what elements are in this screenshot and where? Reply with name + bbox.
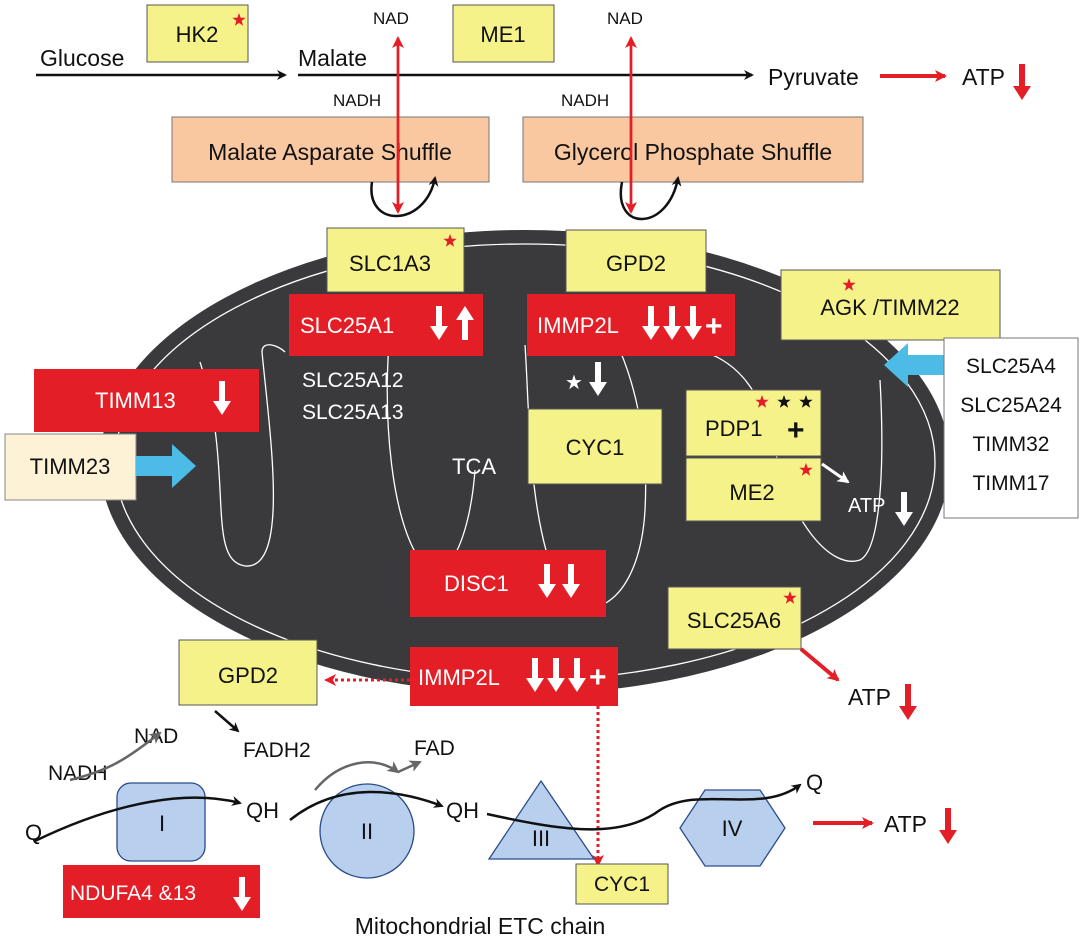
complex-i-shape [116, 782, 206, 862]
carrier-import-arrow [884, 343, 950, 387]
carrier-item-slc25a4: SLC25A4 [966, 355, 1056, 378]
pyruvate-label: Pyruvate [768, 64, 859, 90]
fadh2-fad-arrow [314, 761, 400, 791]
timm23-label: TIMM23 [30, 454, 111, 479]
cyc1-bottom-label: CYC1 [594, 873, 650, 896]
slc25a1-box [289, 294, 483, 356]
white-star-icon: ★ [565, 372, 583, 394]
glycerol-shuffle-loop [619, 176, 682, 221]
slc25a12-label: SLC25A12 [302, 369, 404, 392]
immp2l-top-box [527, 294, 735, 356]
atp-top-down-icon [1013, 64, 1031, 100]
qh-to-q-arrow [486, 783, 802, 831]
nad-left-label: NAD [373, 9, 409, 28]
fad-label: FAD [414, 737, 455, 760]
immp2l-bottom-label: IMMP2L [418, 665, 500, 690]
immp2l-bottom-plus-icon: + [589, 661, 607, 694]
atp-slc25a6-label: ATP [848, 684, 891, 710]
slc25a6-atp-arrow [799, 647, 840, 682]
malate-shuffle-label: Malate Asparate Shuffle [208, 139, 452, 165]
complex-ii-shape [319, 783, 415, 879]
timm13-label: TIMM13 [95, 388, 176, 413]
etc-atp-label: ATP [884, 811, 927, 837]
cyc1-mid-box [527, 408, 663, 485]
slc25a1-label: SLC25A1 [300, 313, 394, 338]
me2-label: ME2 [729, 480, 774, 505]
q-to-qh-arrow [34, 796, 242, 843]
carrier-item-timm17: TIMM17 [972, 472, 1049, 495]
nad-right-label: NAD [607, 9, 643, 28]
malate-shuffle-box [171, 116, 490, 183]
pdp1-box [685, 389, 822, 457]
carrier-item-timm32: TIMM32 [972, 433, 1049, 456]
cyc1-mid-label: CYC1 [566, 435, 625, 460]
hk2-box [146, 4, 249, 63]
complex-i-label: I [159, 811, 165, 836]
slc25a13-label: SLC25A13 [302, 401, 404, 424]
atp-me2-label: ATP [848, 495, 885, 517]
etc-nadh-label: NADH [48, 762, 108, 785]
me2-atp-arrow [821, 462, 850, 484]
me1-box [452, 4, 555, 63]
immp2l-top-plus-icon: + [705, 310, 723, 343]
disc1-label: DISC1 [444, 571, 509, 596]
pdp1-plus-icon: + [787, 414, 805, 447]
glycerol-shuffle-box [522, 116, 864, 183]
ndufa-label: NDUFA4 &13 [70, 882, 196, 905]
slc25a6-box [667, 586, 802, 650]
ndufa-box [63, 865, 260, 918]
agk-timm22-box [780, 269, 1001, 341]
carriers-box [943, 337, 1079, 519]
agk-timm22-label: AGK /TIMM22 [820, 295, 959, 320]
glucose-label: Glucose [40, 45, 124, 71]
qh-to-qh-arrow [289, 790, 444, 821]
tca-label: TCA [452, 454, 496, 479]
qh-2-label: QH [446, 798, 479, 823]
nadh-right-label: NADH [561, 91, 609, 110]
timm23-import-arrow [136, 444, 196, 488]
complex-iii-label: III [532, 826, 550, 851]
me1-label: ME1 [480, 22, 525, 47]
etc-atp-down-icon [939, 808, 957, 844]
complex-iv-label: IV [722, 816, 743, 841]
glycerol-shuffle-label: Glycerol Phosphate Shuffle [554, 139, 832, 165]
crista-left [199, 344, 286, 567]
me2-box [685, 457, 822, 522]
hk2-label: HK2 [176, 22, 219, 47]
cyc1-bottom-box [575, 863, 669, 905]
complex-ii-label: II [361, 819, 373, 844]
immp2l-top-label: IMMP2L [537, 313, 619, 338]
immp2l-bottom-box [410, 647, 618, 706]
nadh-nad-arrow [69, 731, 162, 782]
fad-arrow-tip [397, 760, 422, 774]
gpd2-top-box [565, 229, 707, 293]
complex-iv-shape [679, 789, 786, 867]
slc1a3-label: SLC1A3 [349, 251, 431, 276]
gpd2-bottom-label: GPD2 [218, 663, 278, 688]
atp-slc25a6-down-icon [899, 684, 917, 720]
malate-label: Malate [298, 45, 367, 71]
gpd2-bottom-box [178, 639, 318, 706]
fadh2-label: FADH2 [243, 739, 311, 762]
slc1a3-box [326, 227, 465, 293]
atp-top-label: ATP [962, 64, 1005, 90]
crista-right [699, 349, 883, 562]
carrier-item-slc25a24: SLC25A24 [960, 394, 1062, 417]
slc25a6-label: SLC25A6 [687, 608, 781, 633]
gpd2-fadh2-arrow [214, 710, 240, 733]
malate-shuffle-loop [370, 176, 439, 218]
nadh-left-label: NADH [333, 91, 381, 110]
q-left-label: Q [25, 820, 42, 845]
timm23-box [4, 433, 137, 501]
pdp1-label: PDP1 [705, 416, 762, 441]
qh-1-label: QH [246, 798, 279, 823]
gpd2-top-label: GPD2 [606, 251, 666, 276]
q-right-label: Q [806, 770, 823, 795]
etc-caption: Mitochondrial ETC chain [355, 913, 606, 939]
